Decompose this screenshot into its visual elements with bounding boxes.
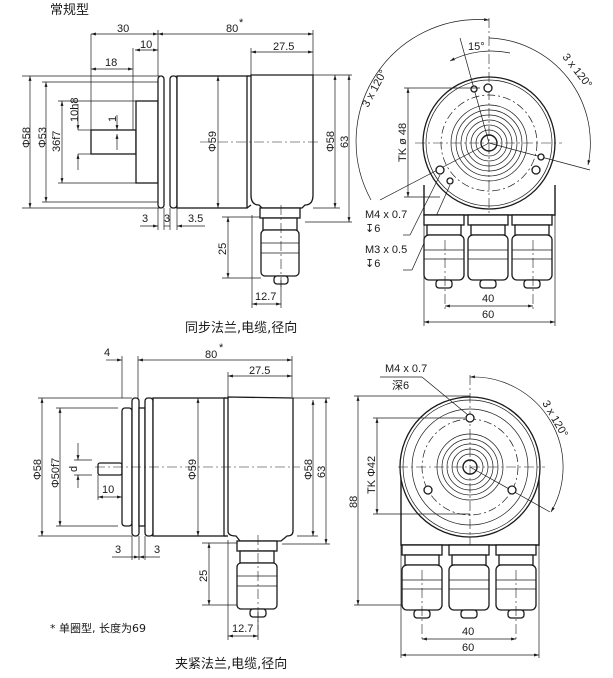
dim-3a-bottom: 3	[115, 544, 121, 556]
dim-1: 1	[107, 116, 119, 122]
thread-m4: M4 x 0.7	[365, 209, 407, 221]
top-connectors	[423, 214, 553, 289]
depth-m4: ↧6	[365, 223, 380, 235]
bottom-cable-gland	[236, 535, 278, 630]
dim-4: 4	[104, 347, 110, 359]
angle-120-right: 3 x 120°	[560, 51, 594, 90]
dim-63-bottom: 63	[316, 466, 328, 478]
dia-58-left: Φ58	[21, 127, 33, 148]
depth-6: 深6	[392, 379, 409, 392]
dim-25-bottom: 25	[198, 570, 210, 582]
bottom-front-view: 3 x 120° M4 x 0.7 深6 TK Φ42 88	[348, 363, 570, 658]
dim-30: 30	[117, 23, 129, 35]
arc-3x120-right	[488, 37, 591, 166]
dim-10: 10	[140, 39, 152, 51]
dim-3b: 3	[164, 213, 170, 225]
dia-50f7: Φ50f7	[50, 458, 62, 488]
thread-m3: M3 x 0.5	[365, 244, 407, 256]
angle-120-bottom: 3 x 120°	[539, 399, 570, 440]
bottom-caption: 夹紧法兰,电缆,径向	[175, 656, 287, 672]
tk-48: TK ø 48	[397, 123, 409, 162]
top-flange-disc2	[169, 75, 178, 209]
top-flange-disc	[157, 75, 165, 209]
top-body	[176, 75, 248, 209]
top-rear-housing	[250, 74, 314, 209]
dim-3a: 3	[142, 213, 148, 225]
dim-d: d	[68, 466, 80, 472]
dim-63: 63	[339, 136, 351, 148]
top-shaft	[90, 129, 137, 155]
angle-15: 15°	[468, 41, 485, 53]
tk-42: TK Φ42	[366, 456, 378, 494]
angle-120-left: 3 x 120°	[360, 68, 390, 109]
top-cable-gland	[259, 205, 301, 290]
heading: 常规型	[50, 3, 89, 18]
dim-27-5-bottom: 27.5	[249, 365, 270, 377]
dia-53: Φ53	[37, 127, 49, 148]
dia-58-bottom-left: Φ58	[32, 459, 44, 480]
footnote: * 单圈型, 长度为69	[50, 621, 146, 635]
dim-27-5: 27.5	[273, 41, 294, 53]
dim-80: 80	[226, 23, 238, 35]
bottom-hole	[465, 413, 475, 423]
dia-59: Φ59	[207, 131, 219, 152]
dim-10-bottom: 10	[102, 484, 114, 496]
dim-80-bottom-asterisk: *	[219, 342, 224, 354]
thread-m4-bottom: M4 x 0.7	[385, 363, 427, 375]
dia-59-bottom: Φ59	[187, 459, 199, 480]
dim-80-asterisk: *	[239, 17, 244, 29]
dia-36f7: 36f7	[51, 131, 63, 152]
dim-18: 18	[105, 57, 117, 69]
top-side-view: 30 80 * 10 18 27.5 Φ58 Φ53 36f7 10h8 1 Φ…	[21, 17, 352, 336]
dia-10h8: 10h8	[69, 98, 81, 122]
dim-60-bottom: 60	[462, 642, 474, 654]
dia-58-right: Φ58	[325, 131, 337, 152]
bottom-rear-housing	[227, 396, 294, 542]
bottom-connectors	[401, 544, 537, 619]
arc-3x120-left	[355, 18, 490, 201]
dia-58-bottom-right: Φ58	[303, 459, 315, 480]
bottom-shaft	[97, 462, 123, 476]
dim-12-7-bottom: 12.7	[232, 623, 253, 635]
top-caption: 同步法兰,电缆,径向	[185, 320, 297, 336]
dim-25: 25	[217, 243, 229, 255]
dim-3-5: 3.5	[188, 213, 203, 225]
depth-m3: ↧6	[365, 258, 380, 270]
dim-40-bottom: 40	[462, 626, 474, 638]
top-front-view: 15° 3 x 120° 3 x 120° TK ø 48 M4 x 0.7 ↧…	[355, 18, 594, 326]
arc-3x120-bottom	[469, 375, 564, 513]
bottom-side-view: 4 80 * 27.5 Φ58 Φ50f7 d 10 Φ59 Φ58 63 3	[32, 342, 330, 672]
top-flange-step	[135, 100, 159, 184]
dim-12-7: 12.7	[255, 291, 276, 303]
dim-40: 40	[482, 293, 494, 305]
dim-60: 60	[482, 309, 494, 321]
dim-80-bottom: 80	[205, 349, 217, 361]
dim-88: 88	[348, 496, 360, 508]
top-hole	[483, 83, 493, 93]
dim-3b-bottom: 3	[154, 544, 160, 556]
